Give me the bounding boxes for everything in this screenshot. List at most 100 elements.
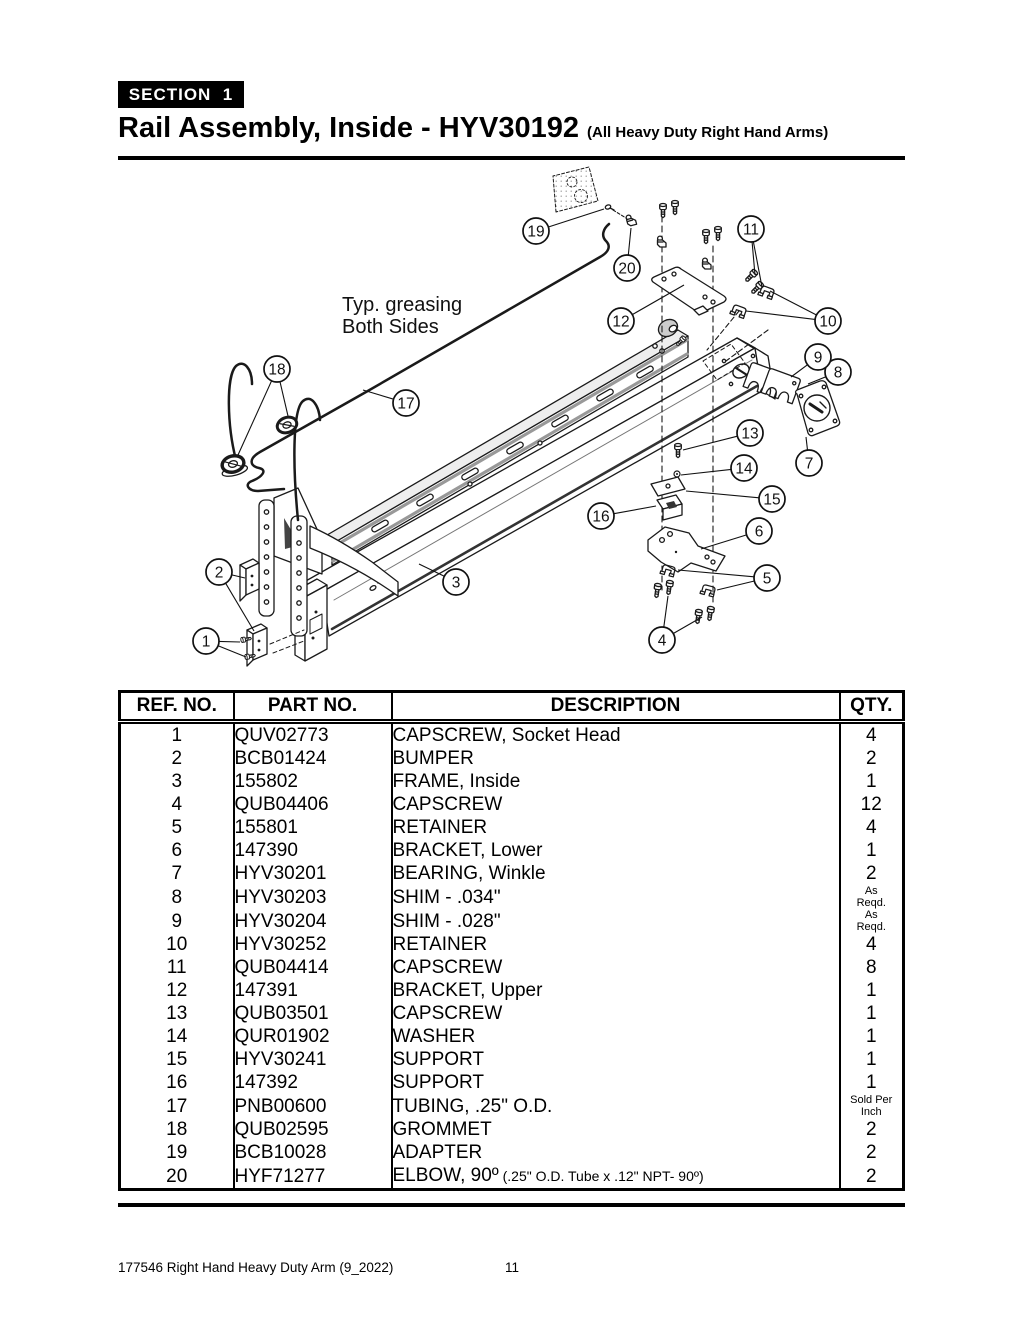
balloon-number: 7 bbox=[805, 456, 814, 473]
balloon-circle bbox=[648, 626, 676, 654]
capscrew-icon bbox=[659, 202, 667, 219]
cell-ref-no: 20 bbox=[166, 1165, 188, 1187]
leader-line bbox=[218, 640, 241, 643]
column-header-0: REF. NO. bbox=[119, 691, 234, 724]
balloon-circle bbox=[613, 254, 641, 282]
top-hardware-cluster bbox=[604, 199, 776, 320]
balloon-circle bbox=[522, 217, 550, 245]
balloon-number: 19 bbox=[527, 224, 544, 241]
balloon-circle bbox=[795, 449, 823, 477]
balloon-number: 2 bbox=[215, 565, 224, 582]
cell-part-no: 147392 bbox=[232, 1071, 392, 1094]
balloon-circle bbox=[753, 564, 781, 592]
cell-qty: 2 bbox=[838, 1141, 904, 1164]
balloon-circle bbox=[205, 558, 233, 586]
leader-line bbox=[680, 468, 732, 476]
part-grommets bbox=[220, 415, 299, 477]
cell-ref-no: 12 bbox=[166, 980, 188, 1001]
capscrew-icon bbox=[652, 582, 663, 599]
cell-part-no: 155801 bbox=[232, 816, 392, 839]
capscrew-icon bbox=[714, 225, 722, 242]
cell-description: WASHER bbox=[390, 1025, 840, 1048]
balloon-5: 5 bbox=[677, 564, 781, 592]
leader-line bbox=[682, 435, 738, 451]
leader-line bbox=[805, 436, 809, 451]
balloon-circle bbox=[442, 568, 470, 596]
leader-line bbox=[752, 241, 763, 288]
cell-description: RETAINER bbox=[390, 933, 840, 956]
cell-part-no: 147391 bbox=[232, 979, 392, 1002]
cell-qty: As Reqd. bbox=[838, 885, 904, 909]
leader-line bbox=[418, 563, 445, 577]
cell-part-no: QUB04406 bbox=[232, 793, 392, 816]
balloon-number: 11 bbox=[743, 222, 759, 239]
cell-description: RETAINER bbox=[390, 816, 840, 839]
cell-qty: 4 bbox=[838, 933, 904, 956]
leader-line bbox=[685, 490, 760, 499]
balloon-number: 8 bbox=[834, 365, 843, 382]
cell-part-no: BCB01424 bbox=[232, 747, 392, 770]
balloon-circle bbox=[730, 454, 758, 482]
column-header-1: PART NO. bbox=[232, 691, 392, 724]
part-bracket-upper bbox=[651, 266, 727, 316]
capscrew-icon bbox=[671, 199, 679, 216]
cell-qty: 12 bbox=[838, 793, 904, 816]
leader-line bbox=[362, 389, 394, 400]
column-header-2: DESCRIPTION bbox=[390, 691, 840, 724]
balloon-3: 3 bbox=[418, 563, 470, 596]
leader-line bbox=[745, 310, 816, 320]
part-support-upper bbox=[650, 476, 686, 497]
title-rule bbox=[118, 156, 905, 160]
cell-ref-no: 3 bbox=[171, 771, 183, 792]
cell-description: BRACKET, Upper bbox=[390, 979, 840, 1002]
balloon-circle bbox=[263, 355, 291, 383]
cell-ref-no: 13 bbox=[166, 1003, 188, 1024]
cell-description: SUPPORT bbox=[390, 1048, 840, 1071]
lower-hardware-cluster bbox=[647, 442, 726, 625]
cell-description: CAPSCREW bbox=[390, 1002, 840, 1025]
page-title: Rail Assembly, Inside - HYV30192 (All He… bbox=[118, 112, 918, 145]
cell-part-no: QUB03501 bbox=[232, 1002, 392, 1025]
part-support-lower bbox=[656, 494, 683, 521]
balloon-13: 13 bbox=[682, 419, 764, 451]
cell-part-no: QUV02773 bbox=[232, 721, 392, 747]
cell-part-no: HYV30204 bbox=[232, 909, 392, 933]
balloon-14: 14 bbox=[680, 454, 758, 482]
elbow-fitting-icon bbox=[656, 235, 667, 248]
cell-description-detail: (.25" O.D. Tube x .12" NPT- 90º) bbox=[498, 1168, 704, 1184]
balloon-1: 1 bbox=[192, 627, 247, 658]
cell-description: ADAPTER bbox=[390, 1141, 840, 1164]
balloon-7: 7 bbox=[795, 436, 823, 477]
leader-line bbox=[769, 290, 817, 316]
balloon-number: 6 bbox=[755, 524, 764, 541]
part-bracket-lower bbox=[647, 526, 726, 573]
cell-ref-no: 4 bbox=[171, 794, 183, 815]
cell-description: TUBING, .25" O.D. bbox=[390, 1094, 840, 1118]
balloon-8: 8 bbox=[807, 358, 852, 386]
cell-description: SUPPORT bbox=[390, 1071, 840, 1094]
leader-line bbox=[700, 534, 747, 550]
balloon-number: 9 bbox=[814, 350, 823, 367]
cell-qty: 2 bbox=[838, 1164, 904, 1190]
part-bumper-upper bbox=[239, 558, 260, 602]
balloon-9: 9 bbox=[790, 343, 832, 378]
cell-part-no: HYV30252 bbox=[232, 933, 392, 956]
column-header-3: QTY. bbox=[838, 691, 904, 724]
balloon-circle bbox=[607, 307, 635, 335]
balloon-4: 4 bbox=[648, 595, 703, 654]
diagram-svg: Typ. greasing Both Sides 123456789101112… bbox=[192, 166, 852, 667]
cell-qty: 8 bbox=[838, 956, 904, 979]
leader-line bbox=[627, 227, 632, 256]
cell-ref-no: 14 bbox=[166, 1026, 188, 1047]
page-footer: 177546 Right Hand Heavy Duty Arm (9_2022… bbox=[118, 1260, 905, 1275]
